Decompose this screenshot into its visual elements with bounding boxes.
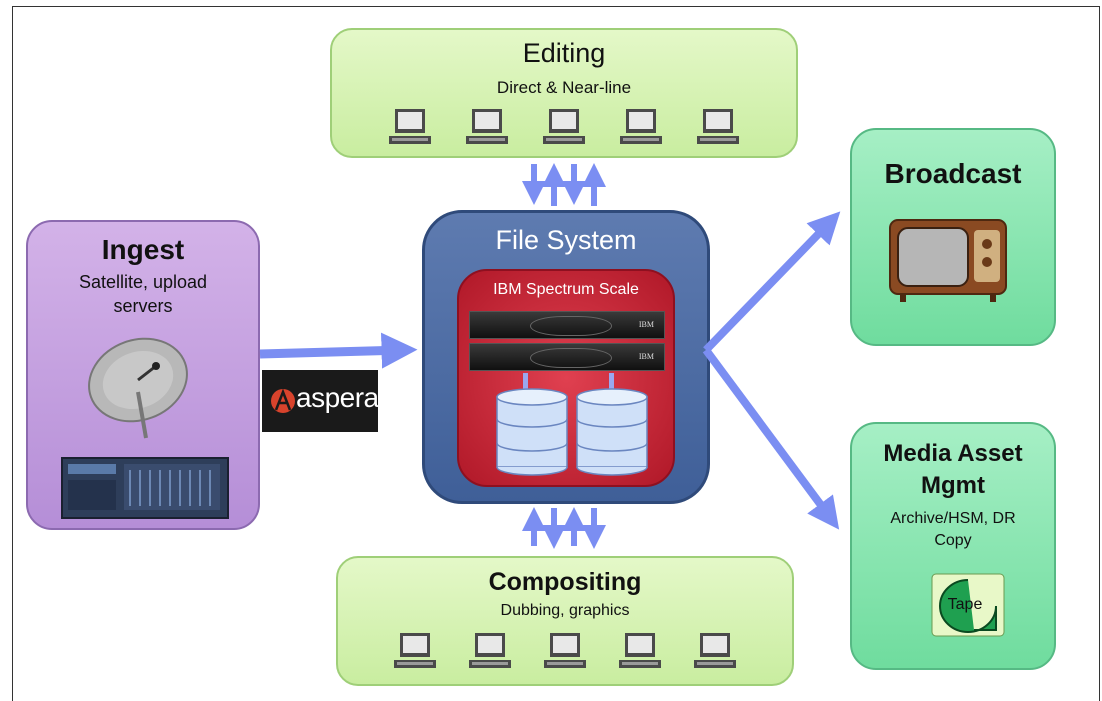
server-brand-label: IBM bbox=[638, 352, 654, 361]
arrow-fs-to-media-asset bbox=[702, 347, 840, 530]
disk-stack-icon bbox=[576, 388, 648, 476]
file-system-box: File System IBM Spectrum Scale IBM IBM bbox=[422, 210, 710, 504]
disk-stack-icon bbox=[496, 388, 568, 476]
tape-icon bbox=[931, 573, 1005, 637]
workstation-icon bbox=[466, 109, 509, 144]
media-asset-subtitle-line1: Archive/HSM, DR bbox=[890, 510, 1016, 527]
workstation-icon bbox=[394, 633, 437, 668]
ingest-subtitle-line2: servers bbox=[113, 296, 173, 316]
workstation-icon bbox=[619, 109, 662, 144]
compositing-box: Compositing Dubbing, graphics bbox=[336, 556, 794, 686]
workstation-icon bbox=[543, 633, 586, 668]
media-asset-title-line1: Media Asset bbox=[883, 440, 1023, 467]
aspera-logo: aspera bbox=[262, 370, 379, 432]
aspera-mark-icon bbox=[271, 388, 295, 413]
workstation-icon bbox=[542, 109, 585, 144]
editing-box: Editing Direct & Near-line bbox=[330, 28, 798, 158]
workstation-icon bbox=[696, 109, 739, 144]
disk-stacks bbox=[496, 373, 648, 476]
compositing-workstations bbox=[338, 632, 792, 670]
workstation-icon bbox=[693, 633, 736, 668]
editing-title: Editing bbox=[522, 38, 606, 68]
storage-server: IBM bbox=[469, 311, 665, 339]
arrow-ingest-to-fs bbox=[259, 332, 418, 369]
editing-subtitle: Direct & Near-line bbox=[496, 78, 632, 97]
compositing-title: Compositing bbox=[488, 568, 642, 596]
ibm-spectrum-scale-title: IBM Spectrum Scale bbox=[493, 281, 639, 298]
workstation-icon bbox=[469, 633, 512, 668]
media-asset-box: Media Asset Mgmt Archive/HSM, DR Copy Ta… bbox=[850, 422, 1056, 670]
server-brand-label: IBM bbox=[638, 320, 654, 329]
arrow-fs-to-broadcast bbox=[703, 211, 841, 353]
server-rack-icon bbox=[61, 457, 229, 519]
file-system-title: File System bbox=[495, 225, 637, 255]
workstation-icon bbox=[618, 633, 661, 668]
media-asset-subtitle-line2: Copy bbox=[934, 532, 972, 549]
broadcast-title: Broadcast bbox=[884, 158, 1022, 189]
tape-label: Tape bbox=[947, 596, 983, 613]
ingest-box: Ingest Satellite, upload servers bbox=[26, 220, 260, 530]
broadcast-box: Broadcast bbox=[850, 128, 1056, 346]
ingest-subtitle-line1: Satellite, upload bbox=[78, 272, 208, 292]
satellite-dish-icon bbox=[88, 337, 188, 439]
aspera-label: aspera bbox=[296, 382, 379, 413]
editing-workstations bbox=[332, 108, 796, 146]
workstation-icon bbox=[389, 109, 432, 144]
storage-server: IBM bbox=[469, 343, 665, 371]
compositing-subtitle: Dubbing, graphics bbox=[500, 602, 630, 619]
tv-icon bbox=[889, 219, 1007, 302]
media-asset-title-line2: Mgmt bbox=[921, 472, 985, 499]
diagram-frame bbox=[12, 6, 1100, 701]
ibm-spectrum-scale-box: IBM Spectrum Scale IBM IBM bbox=[457, 269, 675, 487]
ingest-title: Ingest bbox=[101, 234, 185, 265]
